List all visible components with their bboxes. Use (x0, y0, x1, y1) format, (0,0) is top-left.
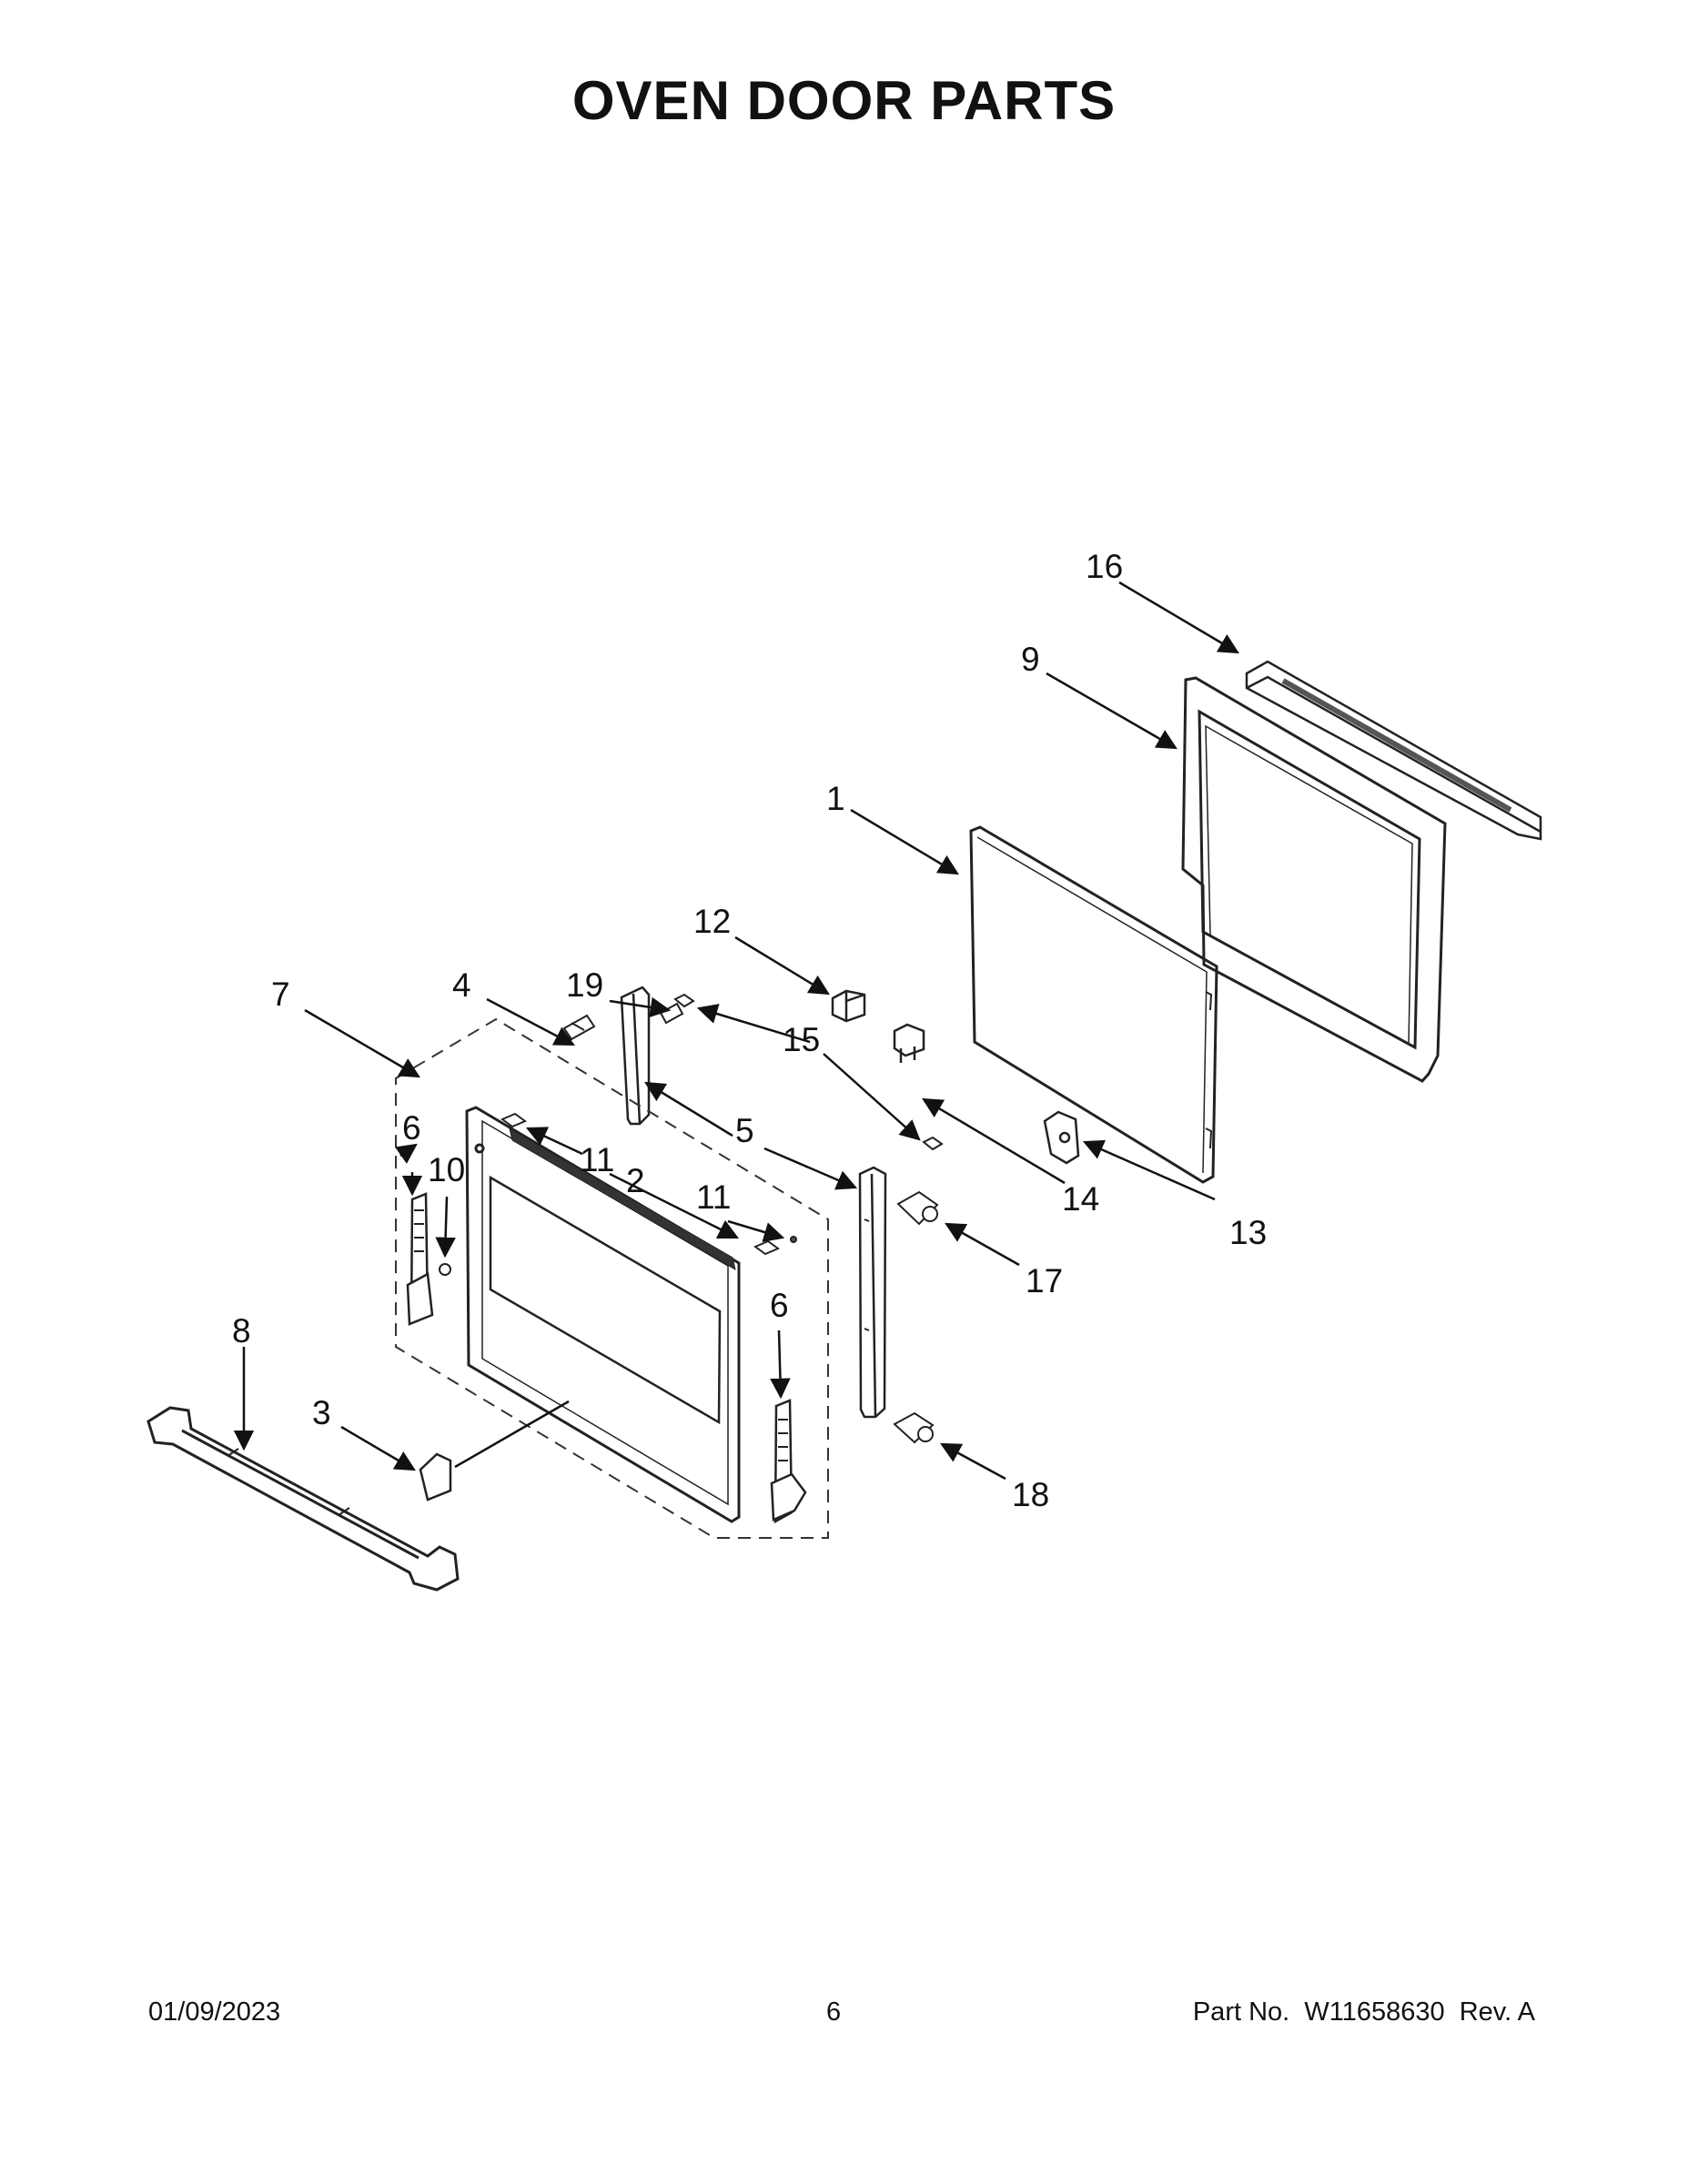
callout-18: 18 (1012, 1476, 1049, 1513)
part-5-door-channel-left (620, 986, 651, 1126)
footer-page-number: 6 (826, 1997, 842, 2027)
part-16-vent-trim (1245, 660, 1542, 841)
part-15-clips (673, 993, 944, 1151)
callout-3: 3 (312, 1394, 331, 1431)
part-1-inner-glass (969, 825, 1218, 1184)
callout-15: 15 (783, 1021, 820, 1058)
part-6-hinge-right (770, 1399, 807, 1524)
part-9-inner-liner (1181, 676, 1447, 1083)
callout-6a: 6 (402, 1109, 421, 1147)
part-13-hinge-receptacle (1043, 1110, 1080, 1165)
part-10-clip (439, 1263, 451, 1276)
callout-1: 1 (826, 780, 845, 817)
callout-12: 12 (693, 903, 731, 940)
part-18-screw (893, 1411, 935, 1444)
callout-19: 19 (566, 966, 603, 1004)
footer-date: 01/09/2023 (148, 1997, 281, 2027)
part-12-bracket (831, 989, 866, 1023)
part-number-label: Part No. (1192, 1997, 1290, 2027)
leader-lines (233, 581, 1239, 1481)
part-number: W11658630 (1304, 1997, 1445, 2027)
page-title: OVEN DOOR PARTS (571, 70, 1117, 131)
part-6-hinge-left (406, 1192, 434, 1326)
part-14-bracket (893, 1023, 925, 1063)
part-8-door-handle (147, 1406, 460, 1592)
part-7-assembly-outline (395, 1017, 829, 1539)
part-5-door-channel-right (858, 1166, 887, 1419)
callout-4: 4 (452, 966, 471, 1004)
callout-9: 9 (1021, 641, 1040, 678)
callout-14: 14 (1062, 1180, 1099, 1218)
callout-17: 17 (1026, 1262, 1063, 1299)
callout-16: 16 (1086, 548, 1123, 585)
part-19-screw (659, 1002, 684, 1025)
callout-2: 2 (626, 1162, 645, 1199)
callout-6b: 6 (770, 1287, 789, 1324)
callout-13: 13 (1229, 1214, 1267, 1251)
part-17-screw (896, 1190, 939, 1226)
callout-10: 10 (428, 1151, 465, 1188)
callout-8: 8 (232, 1312, 251, 1350)
part-3-end-cap (419, 1452, 452, 1502)
callout-5: 5 (735, 1112, 754, 1149)
revision: Rev. A (1459, 1997, 1535, 2027)
footer-part-info: Part No. W11658630 Rev. A (1193, 1997, 1535, 2027)
callout-7: 7 (271, 976, 290, 1013)
part-4-screw (562, 1014, 596, 1041)
callout-11a: 11 (580, 1141, 614, 1178)
callout-11b: 11 (696, 1178, 731, 1216)
part-2-outer-door (465, 1106, 741, 1523)
